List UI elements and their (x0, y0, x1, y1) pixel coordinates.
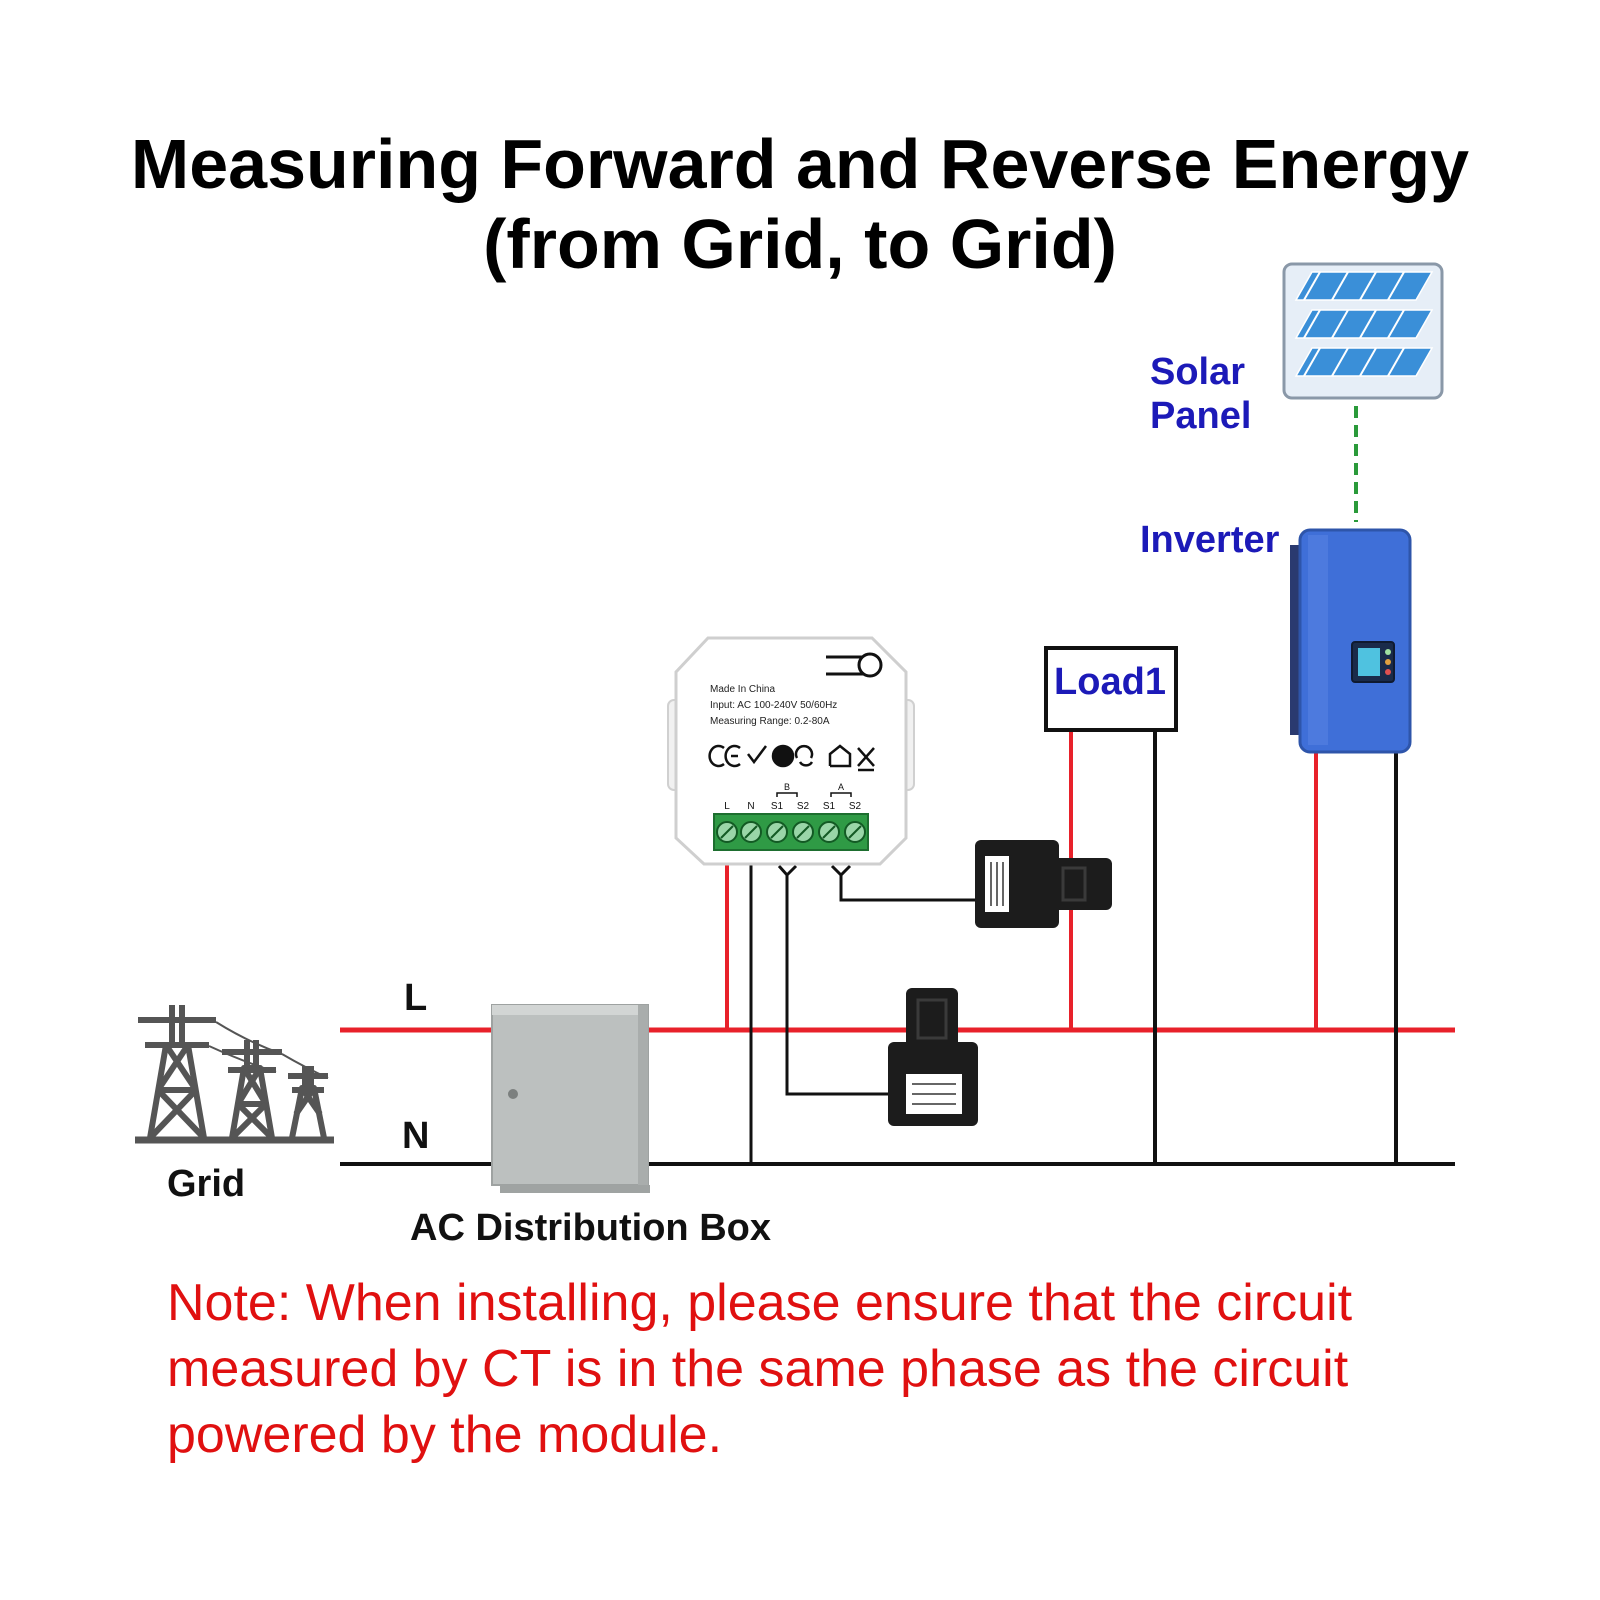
module-measuring-range: Measuring Range: 0.2-80A (710, 716, 830, 727)
terminal-label-l: L (724, 801, 730, 812)
note-text: When installing, please ensure that the … (167, 1274, 1353, 1464)
distribution-box-label: AC Distribution Box (410, 1207, 771, 1249)
inverter-label: Inverter (1140, 519, 1280, 561)
load-box (1044, 646, 1178, 732)
ct-b-lead (777, 864, 798, 878)
terminal-group-a: A (838, 782, 844, 792)
ct-clamp-a (975, 840, 1112, 928)
load-label: Load1 (1054, 661, 1166, 703)
installation-note: Note: When installing, please ensure tha… (167, 1270, 1467, 1468)
ct-b-wire (785, 875, 888, 1096)
terminal-label-n: N (747, 801, 754, 812)
module-button-icon (826, 652, 883, 678)
line-l-label: L (404, 977, 428, 1019)
line-n-label: N (402, 1115, 430, 1157)
module-input-rating: Input: AC 100-240V 50/60Hz (710, 700, 837, 711)
inverter-icon (1290, 528, 1412, 754)
ac-distribution-box (491, 1004, 650, 1193)
terminal-label-a-s2: S2 (849, 801, 862, 812)
diagram-title-line1: Measuring Forward and Reverse Energy (130, 125, 1470, 203)
solar-panel-label-line2: Panel (1150, 395, 1252, 437)
grid-towers-icon (135, 1005, 334, 1144)
certification-marks-icon (708, 744, 875, 772)
solar-panel-icon (1282, 262, 1444, 400)
ct-clamp-b (888, 988, 978, 1126)
energy-monitor-module: Made In China Input: AC 100-240V 50/60Hz… (667, 636, 915, 866)
ct-a-lead (830, 864, 852, 878)
terminal-block (713, 813, 869, 851)
note-label: Note: (167, 1274, 292, 1332)
terminal-label-b-s1: S1 (771, 801, 784, 812)
terminal-label-a-s1: S1 (823, 801, 836, 812)
module-made-in: Made In China (710, 684, 775, 695)
terminal-group-b: B (784, 782, 790, 792)
diagram-title-line2: (from Grid, to Grid) (483, 205, 1117, 283)
ct-a-wire (839, 875, 980, 902)
solar-panel-label-line1: Solar (1150, 351, 1246, 393)
terminal-label-b-s2: S2 (797, 801, 810, 812)
grid-label: Grid (167, 1163, 246, 1205)
